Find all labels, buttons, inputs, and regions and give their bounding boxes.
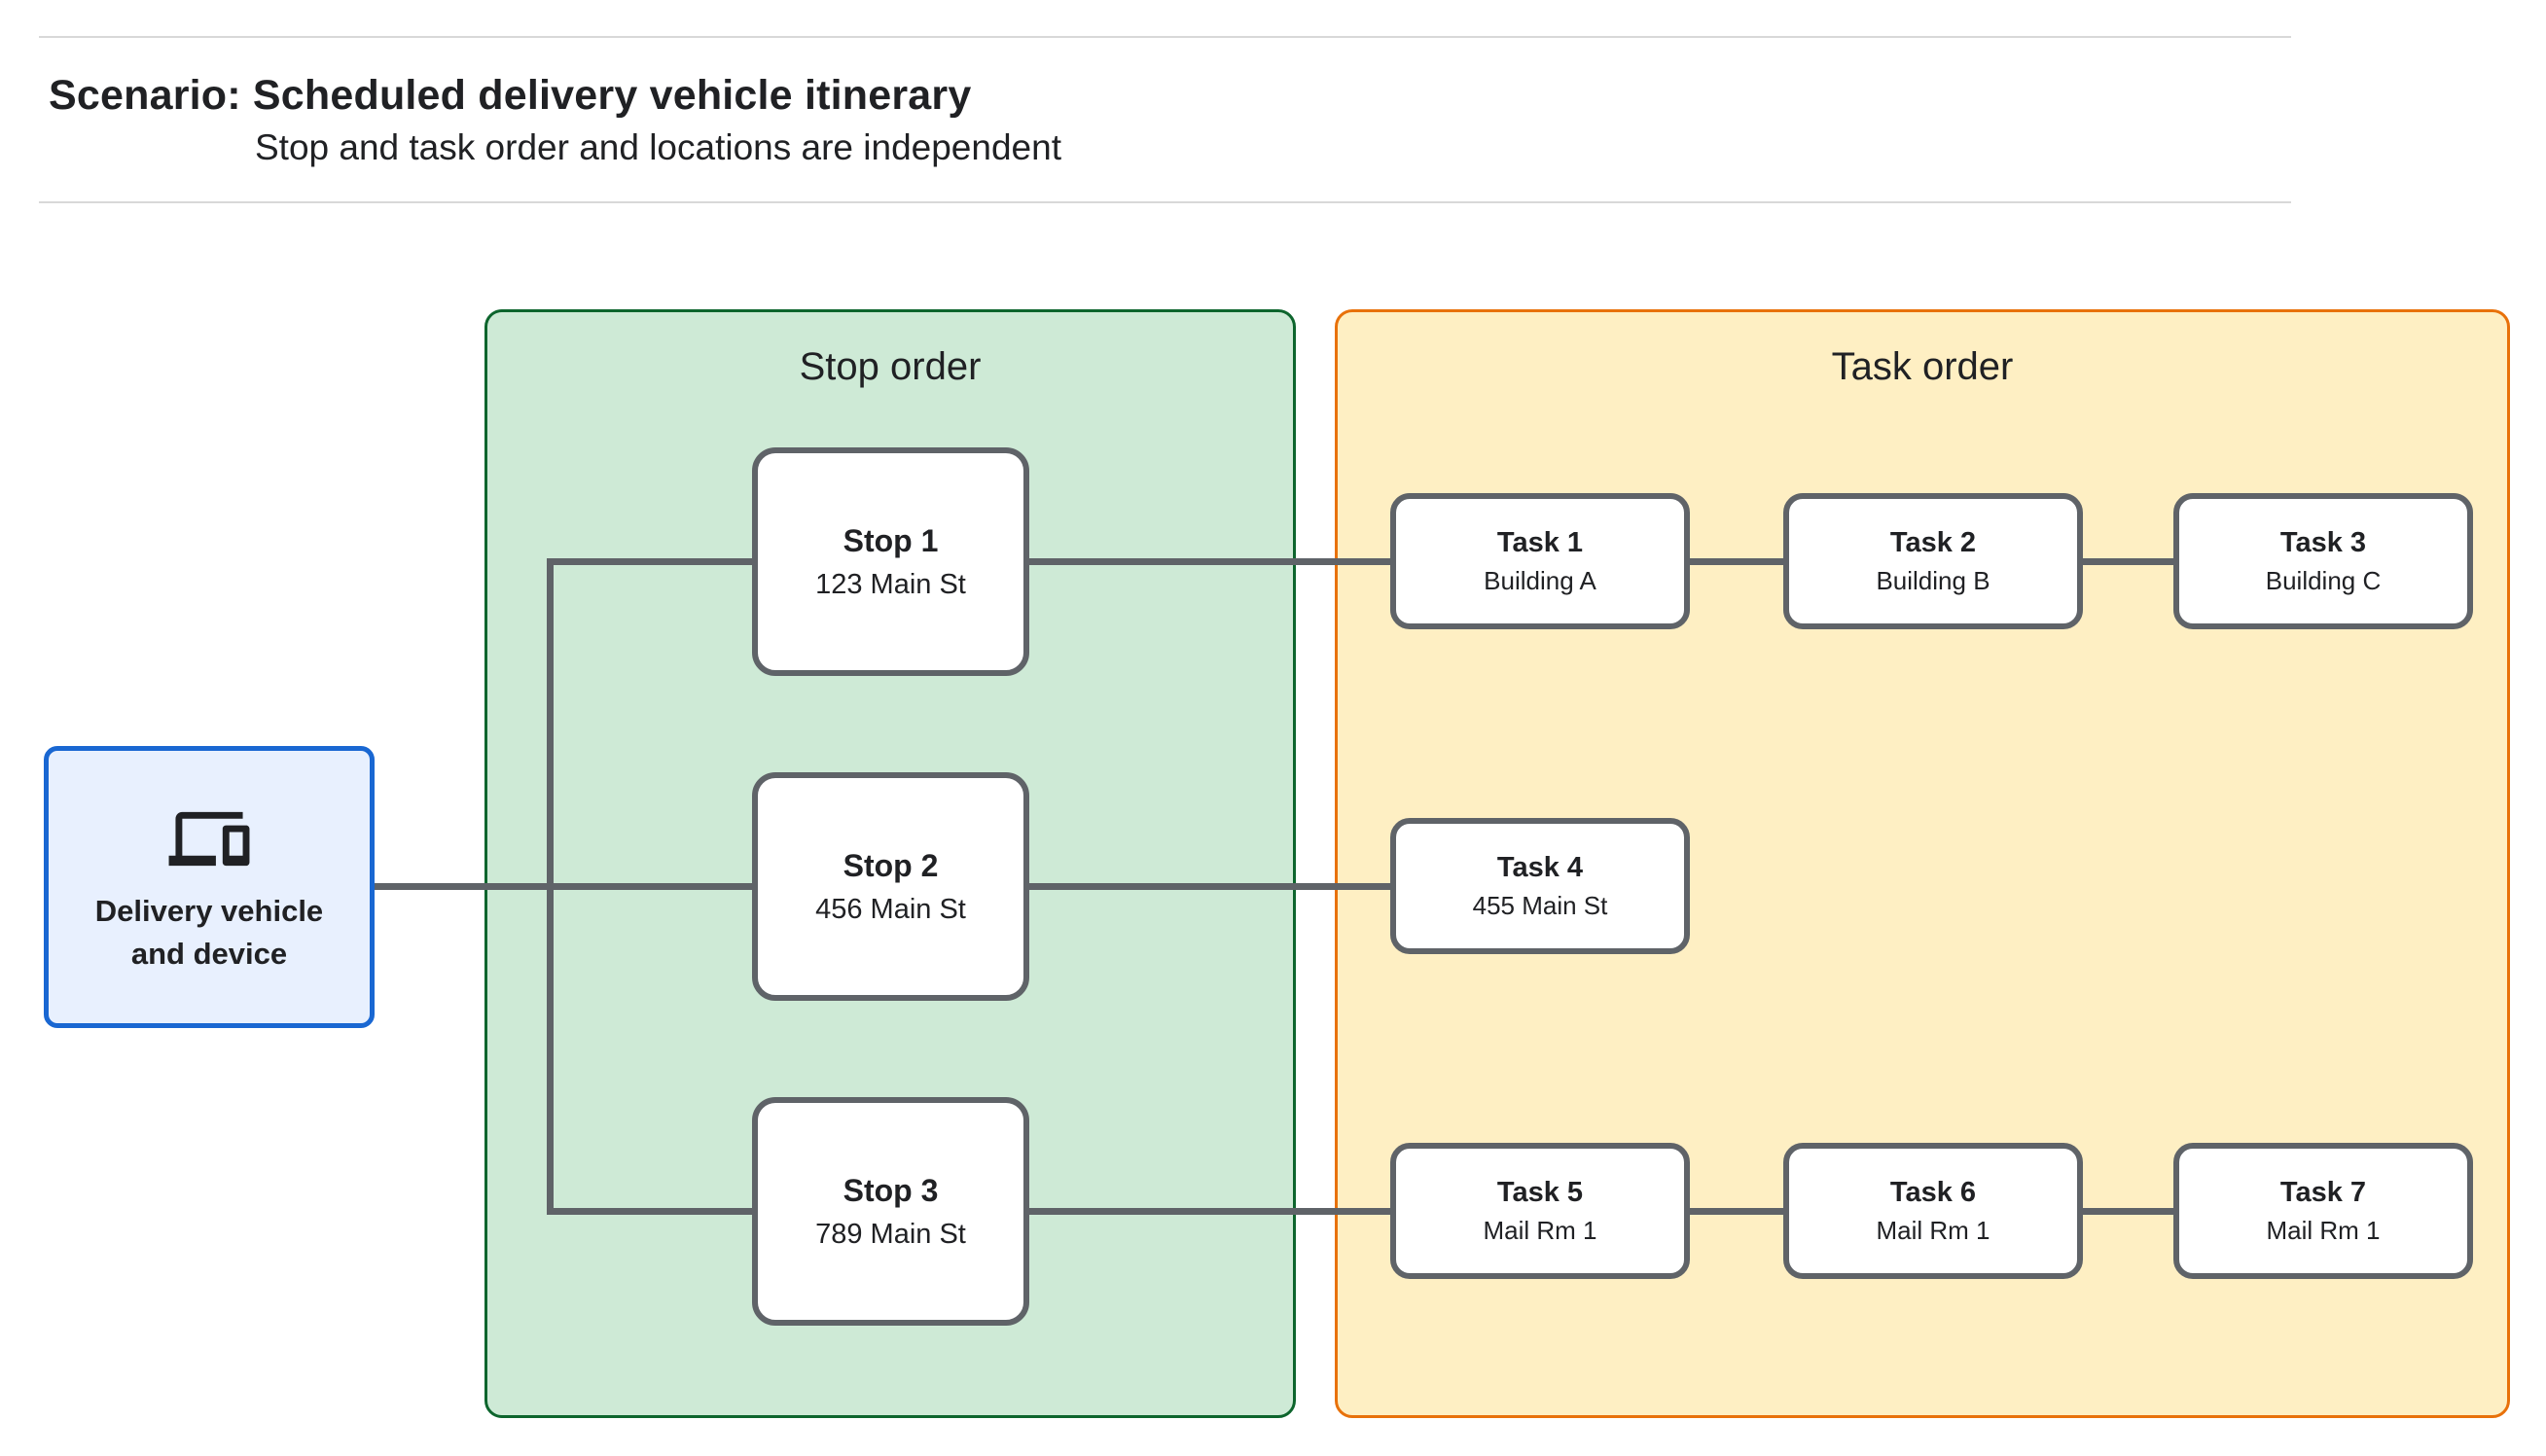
divider-top (39, 36, 2291, 38)
stop-1-node: Stop 1 123 Main St (752, 447, 1029, 676)
divider-bottom (39, 201, 2291, 203)
task-7-location: Mail Rm 1 (2266, 1215, 2381, 1245)
task-6-title: Task 6 (1889, 1176, 1977, 1208)
stop-3-node: Stop 3 789 Main St (752, 1097, 1029, 1326)
task6-task7-connector (2081, 1208, 2175, 1215)
task-1-location: Building A (1484, 565, 1596, 595)
task1-task2-connector (1688, 558, 1785, 565)
task-6-node: Task 6 Mail Rm 1 (1783, 1143, 2083, 1279)
stop-1-location: 123 Main St (815, 568, 966, 600)
task-3-title: Task 3 (2279, 526, 2367, 558)
task-order-panel-title: Task order (1831, 345, 2014, 388)
task-2-node: Task 2 Building B (1783, 493, 2083, 629)
page-subtitle: Stop and task order and locations are in… (255, 127, 1061, 167)
task5-task6-connector (1688, 1208, 1785, 1215)
delivery-vehicle-node: Delivery vehicle and device (44, 746, 375, 1028)
stop-order-panel-title: Stop order (799, 345, 982, 388)
task2-task3-connector (2081, 558, 2175, 565)
task-1-node: Task 1 Building A (1390, 493, 1690, 629)
task-3-node: Task 3 Building C (2173, 493, 2473, 629)
task-4-node: Task 4 455 Main St (1390, 818, 1690, 954)
delivery-vehicle-label: Delivery vehicle and device (94, 893, 324, 971)
task-5-title: Task 5 (1496, 1176, 1584, 1208)
task-5-node: Task 5 Mail Rm 1 (1390, 1143, 1690, 1279)
task-3-location: Building C (2265, 565, 2382, 595)
task-4-title: Task 4 (1496, 851, 1584, 883)
stop-2-location: 456 Main St (815, 893, 966, 925)
task-7-title: Task 7 (2279, 1176, 2367, 1208)
stop-3-title: Stop 3 (843, 1172, 939, 1208)
task-2-title: Task 2 (1889, 526, 1977, 558)
page-title: Scenario: Scheduled delivery vehicle iti… (49, 72, 972, 119)
task-5-location: Mail Rm 1 (1483, 1215, 1597, 1245)
devices-icon (168, 799, 250, 872)
stop-1-title: Stop 1 (843, 522, 939, 558)
task-2-location: Building B (1876, 565, 1990, 595)
stop-2-title: Stop 2 (843, 847, 939, 883)
task-4-location: 455 Main St (1472, 890, 1608, 920)
task-1-title: Task 1 (1496, 526, 1584, 558)
task-7-node: Task 7 Mail Rm 1 (2173, 1143, 2473, 1279)
stop-3-location: 789 Main St (815, 1218, 966, 1250)
task-6-location: Mail Rm 1 (1876, 1215, 1990, 1245)
stop-2-node: Stop 2 456 Main St (752, 772, 1029, 1001)
